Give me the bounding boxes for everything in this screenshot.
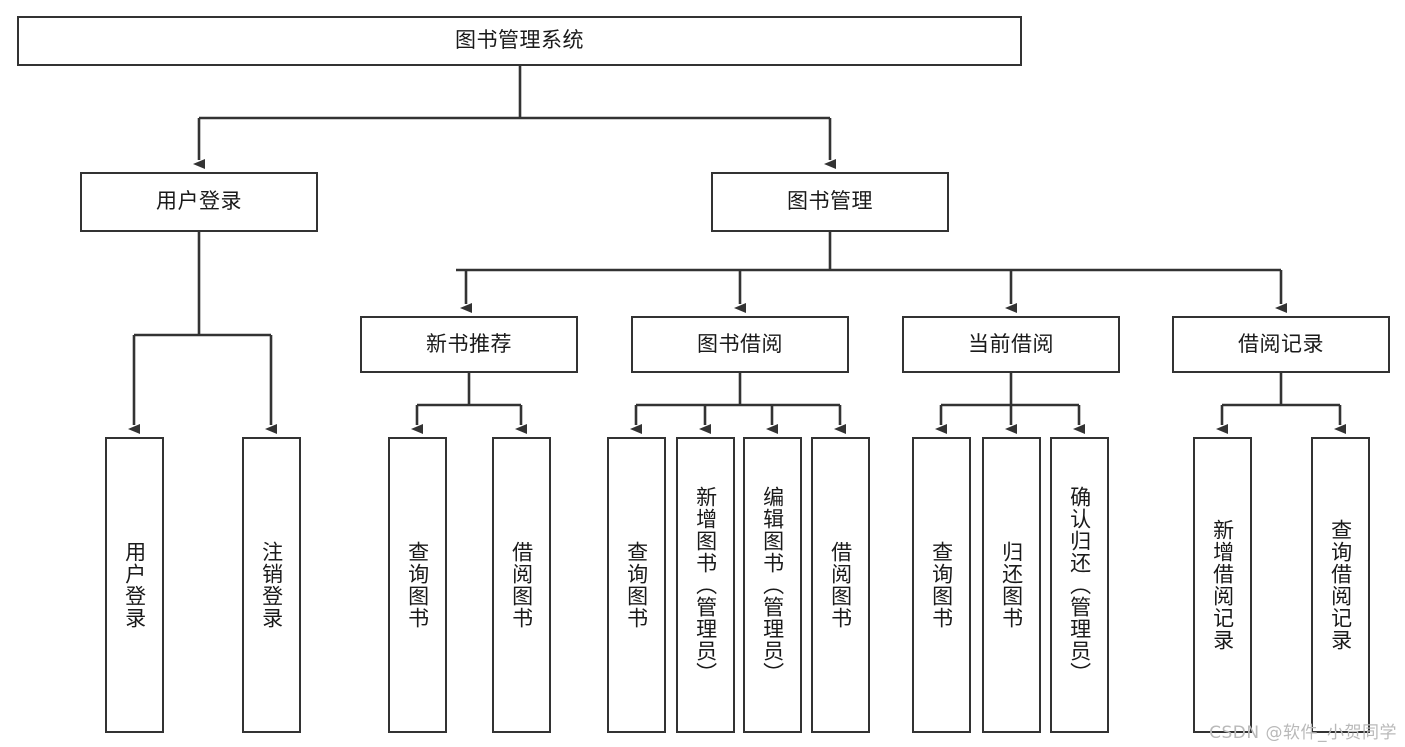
node-label: 图书借阅 bbox=[697, 331, 783, 356]
leaf-borrow-record-query[interactable]: 查询借阅记录 bbox=[1311, 437, 1370, 733]
node-label: 注销登录 bbox=[259, 541, 284, 629]
leaf-book-borrow-borrow[interactable]: 借阅图书 bbox=[811, 437, 870, 733]
node-label: 查询图书 bbox=[624, 541, 649, 629]
leaf-new-book-query[interactable]: 查询图书 bbox=[388, 437, 447, 733]
node-label: 借阅图书 bbox=[828, 541, 853, 629]
leaf-book-borrow-add[interactable]: 新增图书（管理员） bbox=[676, 437, 735, 733]
leaf-current-borrow-query[interactable]: 查询图书 bbox=[912, 437, 971, 733]
node-label: 新增借阅记录 bbox=[1210, 519, 1235, 651]
node-label: 用户登录 bbox=[122, 541, 147, 629]
node-label: 查询图书 bbox=[929, 541, 954, 629]
leaf-user-login-logout[interactable]: 注销登录 bbox=[242, 437, 301, 733]
node-label: 新书推荐 bbox=[426, 331, 512, 356]
leaf-user-login-login[interactable]: 用户登录 bbox=[105, 437, 164, 733]
csdn-watermark: CSDN @软件_小贺同学 bbox=[1209, 723, 1397, 743]
node-book-borrow[interactable]: 图书借阅 bbox=[631, 316, 849, 373]
node-label: 归还图书 bbox=[999, 541, 1024, 629]
node-label: 查询借阅记录 bbox=[1328, 519, 1353, 651]
leaf-book-borrow-query[interactable]: 查询图书 bbox=[607, 437, 666, 733]
node-borrow-record[interactable]: 借阅记录 bbox=[1172, 316, 1390, 373]
leaf-current-borrow-return[interactable]: 归还图书 bbox=[982, 437, 1041, 733]
node-label: 用户登录 bbox=[156, 189, 242, 214]
node-label: 图书管理系统 bbox=[455, 28, 584, 53]
node-label: 新增图书（管理员） bbox=[693, 486, 718, 684]
node-label: 确认归还（管理员） bbox=[1067, 486, 1092, 684]
node-label: 借阅图书 bbox=[509, 541, 534, 629]
leaf-new-book-borrow[interactable]: 借阅图书 bbox=[492, 437, 551, 733]
node-label: 编辑图书（管理员） bbox=[760, 486, 785, 684]
node-root-book-management-system[interactable]: 图书管理系统 bbox=[17, 16, 1022, 66]
leaf-borrow-record-add[interactable]: 新增借阅记录 bbox=[1193, 437, 1252, 733]
node-book-management[interactable]: 图书管理 bbox=[711, 172, 949, 232]
node-label: 查询图书 bbox=[405, 541, 430, 629]
node-label: 借阅记录 bbox=[1238, 331, 1324, 356]
node-new-book-recommend[interactable]: 新书推荐 bbox=[360, 316, 578, 373]
leaf-book-borrow-edit[interactable]: 编辑图书（管理员） bbox=[743, 437, 802, 733]
node-label: 当前借阅 bbox=[968, 331, 1054, 356]
leaf-current-borrow-confirm-return[interactable]: 确认归还（管理员） bbox=[1050, 437, 1109, 733]
node-user-login[interactable]: 用户登录 bbox=[80, 172, 318, 232]
node-current-borrow[interactable]: 当前借阅 bbox=[902, 316, 1120, 373]
node-label: 图书管理 bbox=[787, 189, 873, 214]
